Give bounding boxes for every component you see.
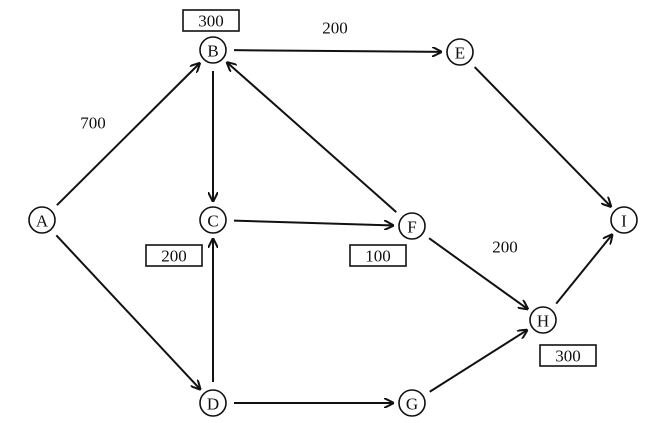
edge-H-I	[555, 235, 612, 305]
node-label: E	[455, 44, 465, 63]
value-box-text: 200	[161, 247, 187, 266]
node-C: C	[199, 206, 227, 234]
node-circle	[398, 389, 426, 417]
edge-A-B	[56, 63, 200, 206]
edge-F-H	[428, 237, 528, 309]
node-label: H	[537, 312, 549, 331]
node-circle	[398, 212, 426, 240]
node-circle	[199, 36, 227, 64]
node-label: C	[207, 212, 218, 231]
node-circle	[529, 306, 557, 334]
node-circle	[28, 206, 56, 234]
value-box-B: 300	[182, 9, 240, 32]
node-label: A	[36, 212, 49, 231]
node-label: G	[406, 395, 418, 414]
edge-F-B	[227, 63, 397, 213]
edge-B-E	[233, 50, 441, 52]
node-A: A	[28, 206, 56, 234]
value-box-text: 300	[555, 347, 581, 366]
node-circle	[199, 206, 227, 234]
node-label: F	[407, 218, 416, 237]
value-box-text: 100	[365, 247, 391, 266]
edge-G-H	[429, 330, 527, 393]
edge-C-F	[233, 219, 393, 226]
edge-E-I	[473, 66, 611, 206]
node-I: I	[610, 206, 638, 234]
node-D: D	[199, 389, 227, 417]
node-label: D	[207, 395, 219, 414]
node-circle	[199, 389, 227, 417]
edge-label-A-B: 700	[80, 114, 106, 133]
node-H: H	[529, 306, 557, 334]
value-box-F: 100	[349, 244, 407, 267]
node-G: G	[398, 389, 426, 417]
edge-A-D	[55, 234, 200, 389]
edge-label-B-E: 200	[322, 19, 348, 38]
node-label: B	[207, 42, 218, 61]
edge-label-F-H: 200	[492, 238, 518, 257]
node-label: I	[621, 212, 627, 231]
node-B: B	[199, 36, 227, 64]
value-box-C: 200	[145, 244, 203, 267]
node-F: F	[398, 212, 426, 240]
node-circle	[610, 206, 638, 234]
node-circle	[446, 38, 474, 66]
value-box-text: 300	[198, 12, 224, 31]
node-E: E	[446, 38, 474, 66]
value-box-H: 300	[539, 344, 597, 367]
